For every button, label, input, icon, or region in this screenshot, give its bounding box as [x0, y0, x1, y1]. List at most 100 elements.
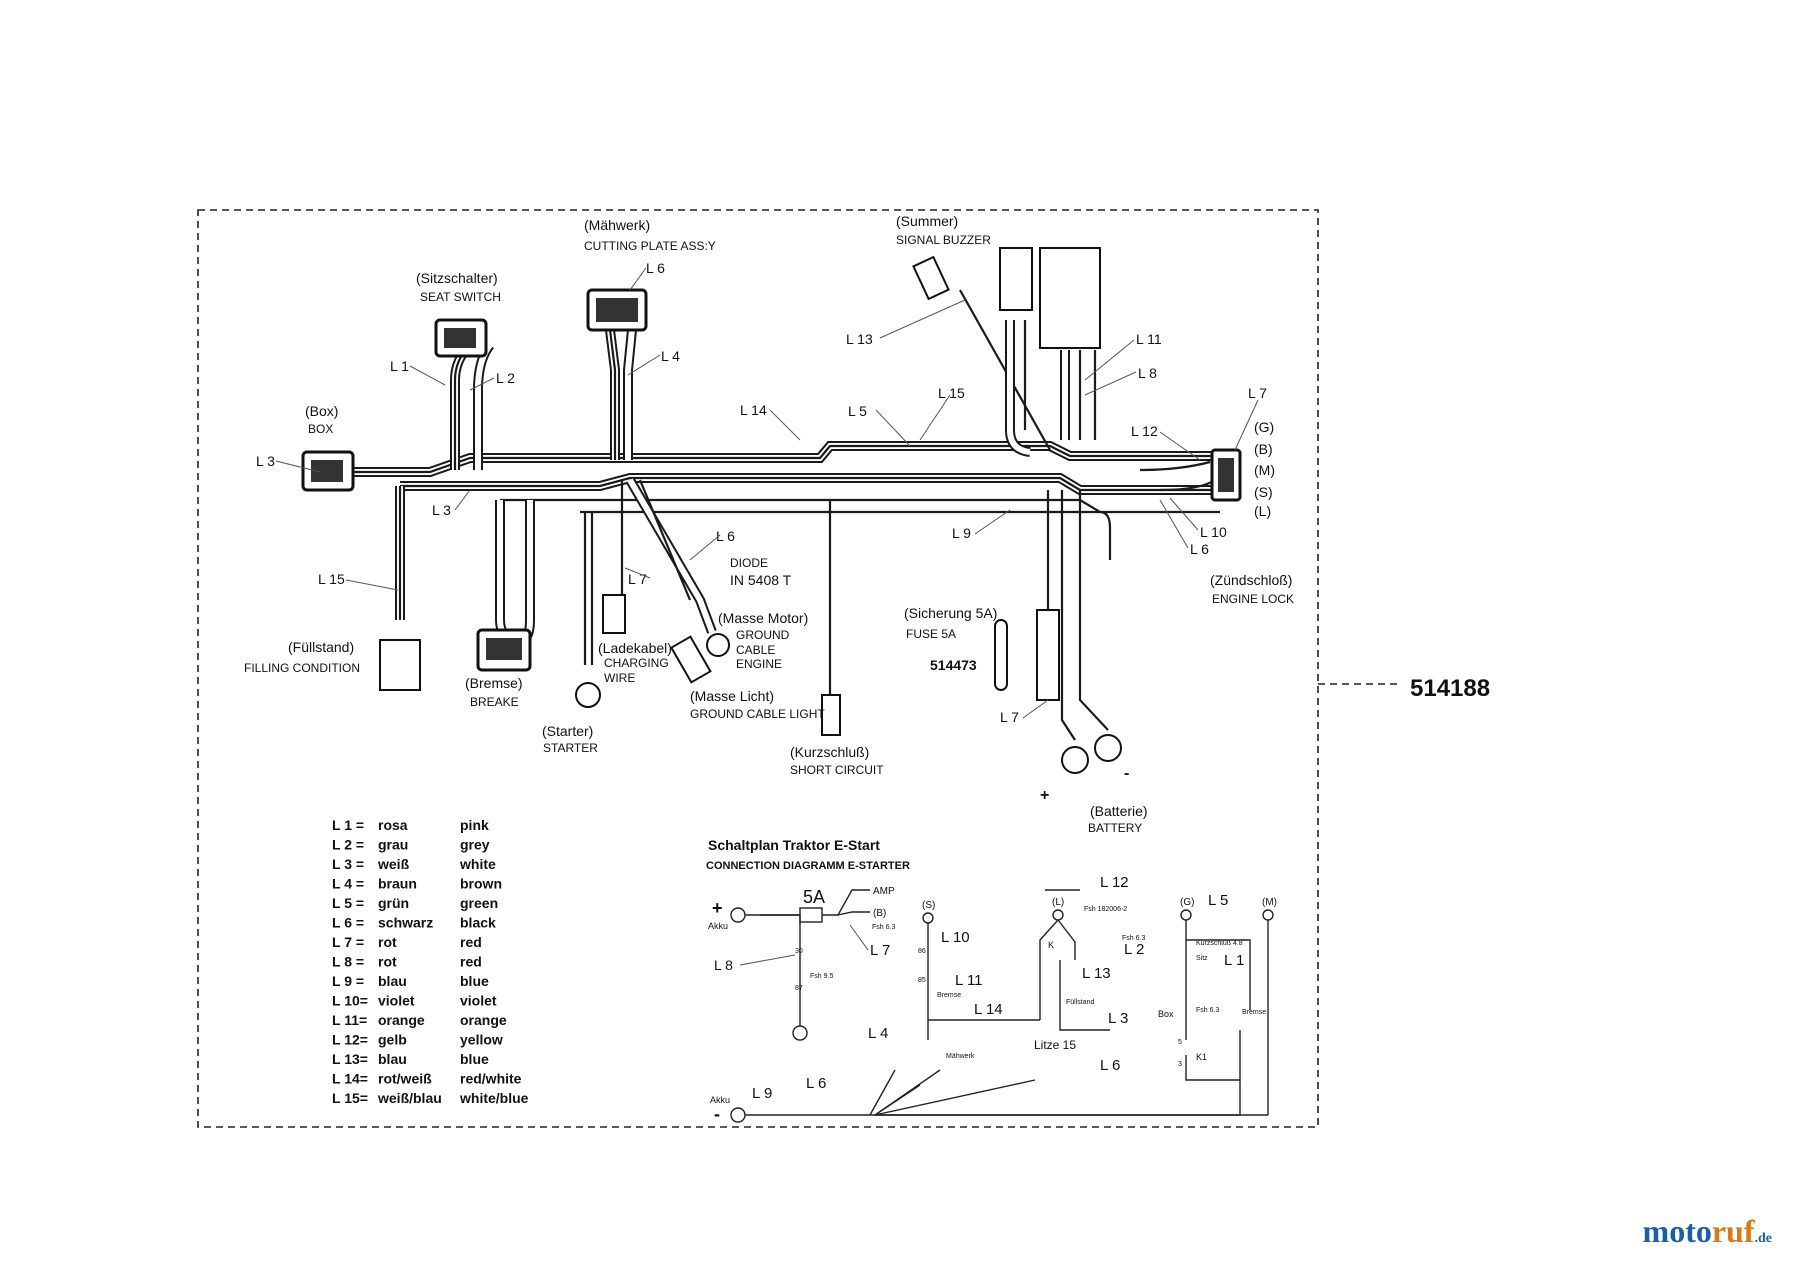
svg-text:30: 30	[795, 948, 803, 955]
legend-code: L 13=	[332, 1051, 368, 1067]
ground-light-connector	[669, 635, 712, 684]
schematic-title: Schaltplan Traktor E-Start	[708, 837, 880, 853]
svg-text:K1: K1	[1196, 1052, 1207, 1062]
svg-text:(S): (S)	[922, 900, 935, 911]
svg-text:(L): (L)	[1052, 897, 1064, 908]
legend-de: blau	[378, 973, 407, 989]
battery-plus: +	[1040, 787, 1049, 804]
masse-motor-en3: ENGINE	[736, 657, 782, 671]
svg-text:L 6: L 6	[1100, 1057, 1120, 1074]
legend-code: L 12=	[332, 1032, 368, 1048]
wire-label-l6-mid: L 6	[716, 528, 735, 544]
legend-de: rot/weiß	[378, 1071, 432, 1087]
legend-en: violet	[460, 993, 497, 1009]
sicherung-de: (Sicherung 5A)	[904, 605, 997, 621]
legend-de: gelb	[378, 1032, 407, 1048]
sch-l8: L 8	[714, 957, 733, 973]
sicherung-en: FUSE 5A	[906, 627, 956, 641]
svg-text:L 10: L 10	[941, 929, 970, 946]
svg-text:K: K	[1048, 940, 1054, 950]
batterie-de: (Batterie)	[1090, 803, 1148, 819]
legend-code: L 14=	[332, 1071, 368, 1087]
sitzschalter-de: (Sitzschalter)	[416, 270, 498, 286]
legend-en: white	[459, 856, 496, 872]
starter-de: (Starter)	[542, 723, 593, 739]
legend-de: orange	[378, 1012, 425, 1028]
wire-label-l6-top: L 6	[646, 260, 665, 276]
svg-text:3: 3	[1178, 1061, 1182, 1068]
legend-code: L 8 =	[332, 954, 364, 970]
svg-text:(G): (G)	[1180, 897, 1194, 908]
legend-code: L 2 =	[332, 837, 364, 853]
wire-label-l3-left: L 3	[256, 453, 275, 469]
ign-pin-b: (B)	[1254, 441, 1273, 457]
wire-label-l2: L 2	[496, 370, 515, 386]
legend-de: grau	[378, 837, 408, 853]
svg-text:Kurzschluß 4.8: Kurzschluß 4.8	[1196, 940, 1243, 947]
charging-connector	[602, 594, 626, 634]
svg-text:Mähwerk: Mähwerk	[946, 1053, 975, 1060]
ign-pin-m: (M)	[1254, 462, 1275, 478]
battery-plus-ring	[1061, 746, 1089, 774]
svg-text:L 3: L 3	[1108, 1010, 1128, 1027]
legend-code: L 6 =	[332, 915, 364, 931]
svg-text:L 12: L 12	[1100, 874, 1129, 891]
sch-fuse-label: 5A	[803, 887, 825, 907]
kurzschluss-de: (Kurzschluß)	[790, 744, 869, 760]
svg-text:Fsh 6.3: Fsh 6.3	[1196, 1007, 1219, 1014]
legend-de: rot	[378, 954, 397, 970]
box-de: (Box)	[305, 403, 338, 419]
ground-engine-ring	[706, 633, 730, 657]
legend-code: L 1 =	[332, 817, 364, 833]
svg-text:Füllstand: Füllstand	[1066, 999, 1095, 1006]
maehwerk-en: CUTTING PLATE ASS:Y	[584, 239, 716, 253]
masse-licht-en: GROUND CABLE LIGHT	[690, 707, 825, 721]
maehwerk-de: (Mähwerk)	[584, 217, 650, 233]
legend-en: red/white	[460, 1071, 522, 1087]
legend-de: grün	[378, 895, 409, 911]
component-labels: (Mähwerk) CUTTING PLATE ASS:Y (Summer) S…	[244, 213, 1294, 835]
fuellstand-de: (Füllstand)	[288, 639, 354, 655]
relay-connector-1	[999, 247, 1033, 311]
svg-text:L 5: L 5	[1208, 892, 1228, 909]
fuellstand-en: FILLING CONDITION	[244, 661, 360, 675]
sitzschalter-en: SEAT SWITCH	[420, 290, 501, 304]
legend-en: red	[460, 934, 482, 950]
legend-en: yellow	[460, 1032, 503, 1048]
masse-motor-de: (Masse Motor)	[718, 610, 808, 626]
schematic: Schaltplan Traktor E-Start CONNECTION DI…	[706, 837, 1277, 1124]
legend-de: weiß/blau	[377, 1090, 442, 1106]
legend-de: rosa	[378, 817, 408, 833]
fuse-part-number: 514473	[930, 657, 977, 673]
battery-minus-ring	[1094, 734, 1122, 762]
svg-text:L 6: L 6	[806, 1075, 826, 1092]
wire-label-l7-bottom: L 7	[1000, 709, 1019, 725]
ladekabel-en1: CHARGING	[604, 656, 669, 670]
wire-label-l4: L 4	[661, 348, 680, 364]
svg-text:87: 87	[795, 985, 803, 992]
svg-text:Fsh 182006-2: Fsh 182006-2	[1084, 906, 1127, 913]
wire-label-l6-right: L 6	[1190, 541, 1209, 557]
svg-text:L 13: L 13	[1082, 965, 1111, 982]
starter-ring	[575, 682, 601, 708]
kurzschluss-en: SHORT CIRCUIT	[790, 763, 884, 777]
svg-text:L 14: L 14	[974, 1001, 1003, 1018]
summer-de: (Summer)	[896, 213, 958, 229]
svg-text:L 4: L 4	[868, 1025, 888, 1042]
svg-text:L 9: L 9	[752, 1085, 772, 1102]
legend-en: red	[460, 954, 482, 970]
masse-motor-en2: CABLE	[736, 643, 775, 657]
svg-text:Fsh 9.5: Fsh 9.5	[810, 973, 833, 980]
wire-label-l5: L 5	[848, 403, 867, 419]
svg-text:L 11: L 11	[955, 972, 983, 989]
svg-text:Box: Box	[1158, 1009, 1174, 1019]
wire-labels: L 6 L 4 L 1 L 2 L 3 L 3 L 14 L 5 L 15 L …	[256, 260, 1267, 725]
svg-text:L 7: L 7	[870, 942, 890, 959]
legend-code: L 7 =	[332, 934, 364, 950]
legend-en: blue	[460, 1051, 489, 1067]
ign-pin-g: (G)	[1254, 419, 1274, 435]
legend-en: black	[460, 915, 496, 931]
legend-code: L 15=	[332, 1090, 368, 1106]
